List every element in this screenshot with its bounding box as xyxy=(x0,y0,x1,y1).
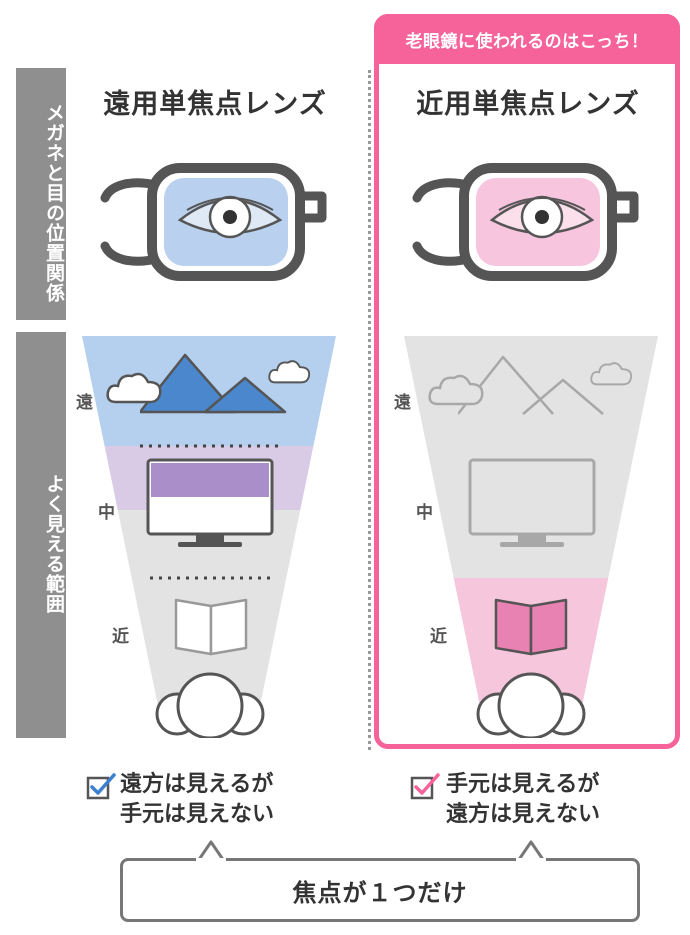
right-check-line2: 遠方は見えない xyxy=(446,802,601,827)
check-icon xyxy=(86,773,116,800)
column-divider xyxy=(368,70,371,750)
left-dist-mid: 中 xyxy=(98,503,115,523)
right-dist-far: 遠 xyxy=(394,393,411,413)
tv-icon xyxy=(468,458,596,547)
check-icon xyxy=(410,773,440,800)
left-title: 遠用単焦点レンズ xyxy=(103,89,327,120)
book-icon xyxy=(174,598,248,656)
left-check-line2: 手元は見えない xyxy=(120,802,275,827)
mountain-icon xyxy=(140,353,287,414)
person-head-icon xyxy=(476,672,586,738)
bottom-summary-box: 焦点が１つだけ xyxy=(120,858,640,922)
right-title: 近用単焦点レンズ xyxy=(416,89,640,120)
eye-icon xyxy=(489,195,595,239)
pointer-left xyxy=(196,840,226,862)
person-head-icon xyxy=(155,672,265,738)
left-dist-near: 近 xyxy=(112,627,129,647)
side-label-visible-range: よく見える範囲 xyxy=(16,332,66,738)
highlight-tab: 老眼鏡に使われるのはこっち！ xyxy=(374,14,680,64)
eye-icon xyxy=(177,195,283,239)
cloud-icon xyxy=(106,372,162,404)
left-check-text: 遠方は見えるが 手元は見えない xyxy=(120,770,274,830)
cloud-icon xyxy=(428,374,484,406)
cloud-icon xyxy=(590,362,633,386)
cloud-icon xyxy=(268,360,311,384)
right-dist-mid: 中 xyxy=(416,503,433,523)
pointer-right xyxy=(516,840,546,862)
side-label-glasses-eye: メガネと目の位置関係 xyxy=(16,68,66,320)
right-check-text: 手元は見えるが 遠方は見えない xyxy=(446,770,600,830)
left-check-line1: 遠方は見えるが xyxy=(120,772,274,797)
book-icon xyxy=(494,598,568,656)
right-dist-near: 近 xyxy=(430,627,447,647)
tv-icon xyxy=(146,458,274,547)
right-check-line1: 手元は見えるが xyxy=(446,772,600,797)
left-dist-far: 遠 xyxy=(76,393,93,413)
